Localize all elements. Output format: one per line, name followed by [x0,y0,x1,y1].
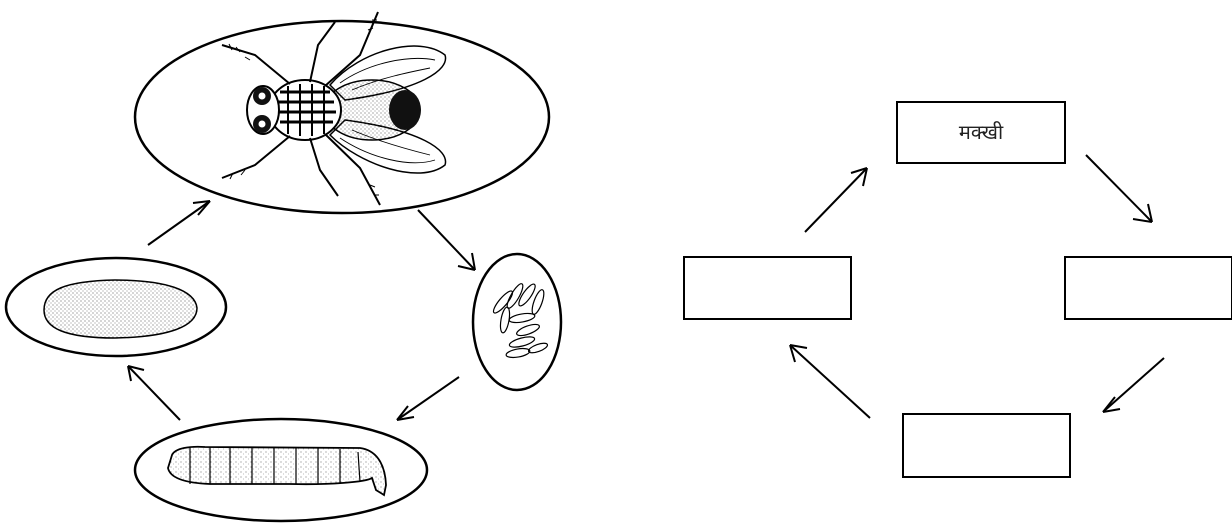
box-right[interactable] [1065,257,1232,319]
arrow-larva-to-pupa [128,366,180,420]
arrow-adult-to-eggs [418,210,475,270]
arrow-top-to-right [1086,155,1152,222]
pupa-illustration [44,280,197,338]
arrow-eggs-to-larva [397,377,459,420]
eggs-illustration [491,282,549,359]
right-cycle-arrows [790,155,1164,418]
housefly-illustration [222,12,446,205]
arrow-pupa-to-adult [148,201,210,245]
box-adult-label: मक्खी [959,120,1004,144]
maggot-illustration [168,447,386,495]
arrow-left-to-top [805,168,867,232]
pupa-stage [6,258,226,356]
larva-stage [135,419,427,521]
left-life-cycle [6,12,561,521]
box-bottom[interactable] [903,414,1070,477]
box-adult[interactable]: मक्खी [897,102,1065,163]
right-life-cycle: मक्खी [684,102,1232,477]
adult-fly-stage [135,12,549,213]
eggs-stage [473,254,561,390]
box-left[interactable] [684,257,851,319]
arrow-right-to-bottom [1103,358,1164,412]
arrow-bottom-to-left [790,345,870,418]
